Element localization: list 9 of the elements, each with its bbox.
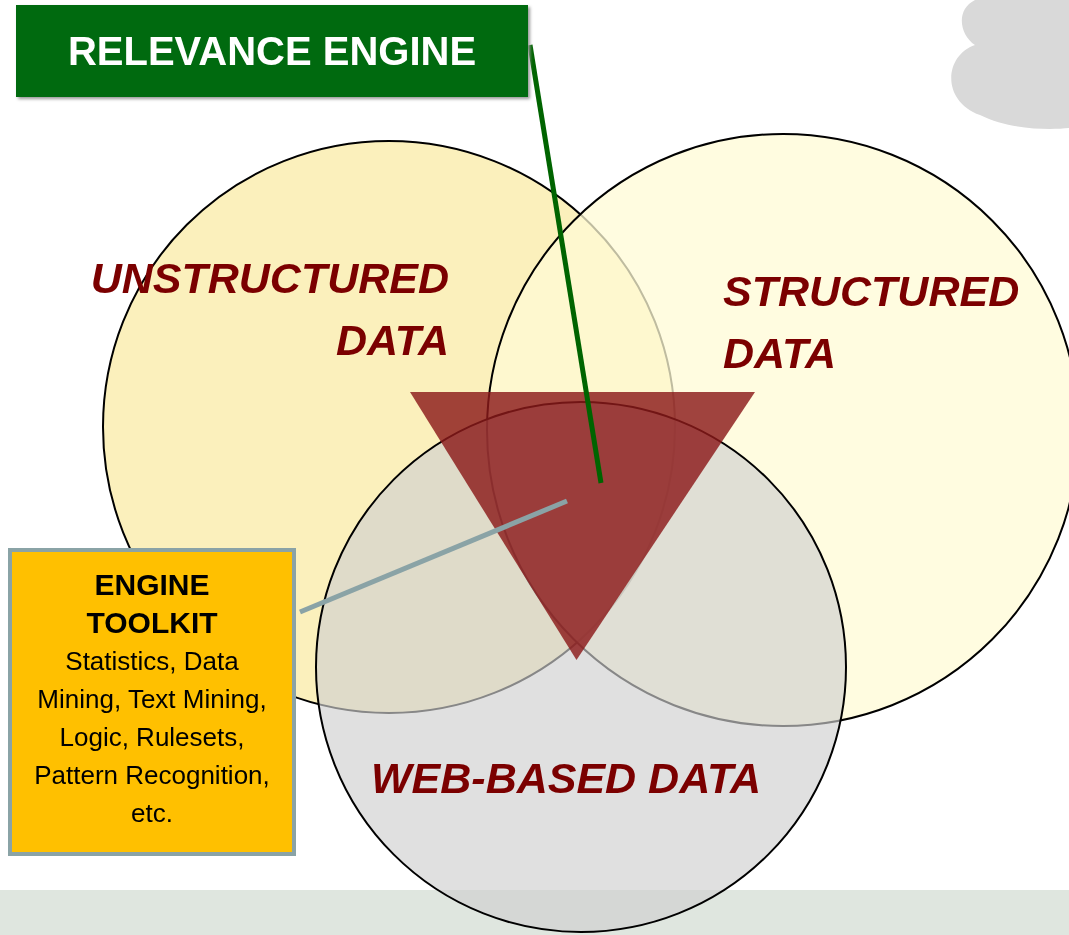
leader-line	[299, 498, 568, 615]
toolkit-description: Statistics, Data Mining, Text Mining, Logic, Rulesets, Pattern Recognition, etc.	[33, 645, 271, 830]
leader-line	[527, 44, 604, 484]
toolkit-heading: ENGINE TOOLKIT	[85, 567, 219, 641]
circle-label: STRUCTURED DATA	[723, 266, 1021, 379]
toolkit-box	[8, 548, 296, 856]
title-box	[16, 5, 528, 97]
circle-label: WEB-BASED DATA	[371, 753, 763, 804]
title-text: RELEVANCE ENGINE	[67, 28, 477, 74]
